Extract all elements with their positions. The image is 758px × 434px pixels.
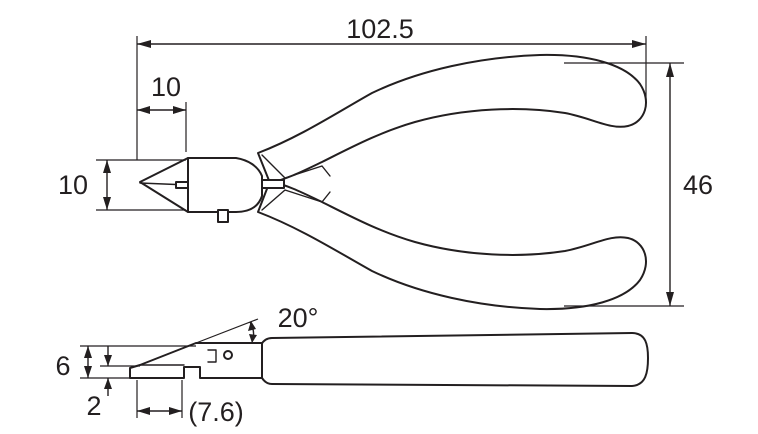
jaw-length-label: 10	[151, 72, 181, 102]
lower-handle	[257, 180, 647, 311]
side-pivot	[223, 350, 233, 360]
pliers-side-view	[129, 332, 649, 387]
side-notch	[207, 349, 217, 363]
handle-spread-label: 46	[683, 170, 713, 200]
pliers-head	[187, 157, 263, 213]
side-handle	[257, 332, 649, 387]
pliers-top-view	[139, 53, 647, 311]
rivet-mark	[175, 181, 189, 189]
dimension-jaw-angle: 20°	[195, 303, 319, 344]
tip-thickness-label: 2	[86, 391, 101, 421]
dimension-head-thickness: 6	[55, 345, 196, 381]
upper-handle	[257, 53, 647, 184]
dimension-overall-length: 102.5	[136, 14, 647, 160]
dimension-jaw-opening: 10	[58, 159, 186, 211]
dimension-tip-thickness: 2	[86, 346, 140, 421]
upper-spring	[261, 154, 331, 179]
jaw-angle-label: 20°	[278, 303, 319, 333]
tip-length-label: (7.6)	[188, 397, 244, 427]
dimension-tip-length: (7.6)	[136, 380, 244, 427]
overall-length-label: 102.5	[346, 14, 414, 44]
spring-block	[261, 179, 285, 189]
side-head	[129, 342, 263, 379]
lower-spring	[261, 189, 331, 211]
head-thickness-label: 6	[55, 351, 70, 381]
stopper-pin	[217, 209, 229, 223]
jaw-opening-label: 10	[58, 170, 88, 200]
dimension-jaw-length: 10	[137, 72, 187, 152]
dimension-handle-spread: 46	[564, 62, 713, 307]
